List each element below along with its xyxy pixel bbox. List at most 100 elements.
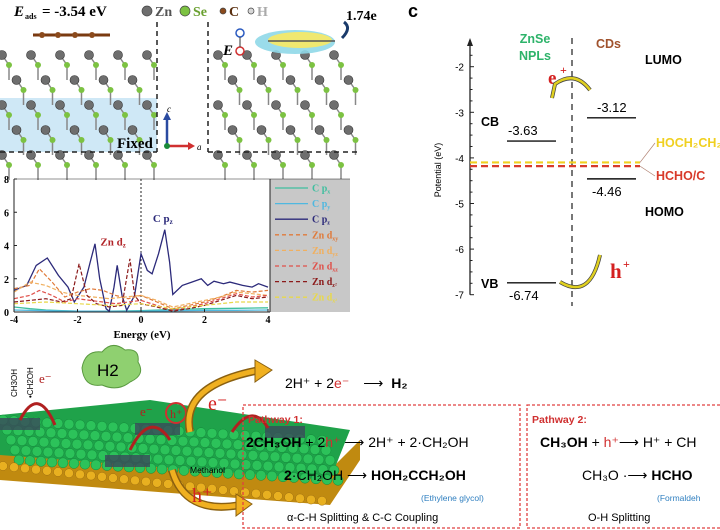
- hole-sup: +: [623, 257, 630, 271]
- slab-atom: [20, 445, 32, 456]
- slab-gold-atom: [53, 467, 63, 477]
- zn-atom: [142, 100, 152, 110]
- y-tick-label: -2: [455, 63, 464, 74]
- annotation-sub: z: [123, 242, 126, 250]
- vb-level-value: -6.74: [509, 288, 539, 303]
- se-atom: [251, 162, 257, 168]
- electron-hop-arrow-icon: [18, 402, 57, 426]
- legend-label-text: C p: [312, 199, 328, 210]
- y-tick-label: -3: [455, 108, 464, 119]
- slab-gold-atom: [42, 466, 52, 476]
- axis-triad: c a: [163, 104, 202, 152]
- pathway2-eq2: CH₃O ·⟶ HCHO: [582, 467, 693, 483]
- slab-atom: [189, 465, 201, 477]
- legend-label-sub: x²: [332, 299, 337, 305]
- slab-atom: [254, 440, 266, 452]
- slab-gold-atom: [196, 482, 206, 493]
- slab-atom: [185, 455, 197, 467]
- legend-label-text: C p: [312, 215, 328, 226]
- legend-label-text: Zn d: [312, 293, 333, 304]
- slab-atom: [328, 465, 340, 476]
- zn-atom: [213, 50, 223, 60]
- zn-atom: [98, 125, 109, 135]
- slab-atom: [218, 458, 230, 469]
- slab-gold-atom: [64, 468, 74, 478]
- se-atom: [151, 62, 157, 68]
- series-line-zn-dx2-y2: [13, 301, 268, 310]
- slab-atom: [78, 429, 90, 441]
- slab-gold-atom: [218, 485, 228, 495]
- zn-atom: [343, 125, 354, 135]
- se-atom: [338, 162, 344, 168]
- slab-atom: [122, 432, 134, 443]
- slab-gold-atom: [284, 492, 294, 502]
- slab-atom: [251, 460, 263, 471]
- zn-atom: [26, 50, 36, 60]
- slab-gold-atom: [20, 463, 30, 474]
- zn-atom: [0, 50, 7, 60]
- y-tick-label: 8: [4, 175, 9, 186]
- slab-atom: [255, 470, 267, 481]
- zn-atom: [11, 75, 22, 85]
- se-atom: [122, 62, 128, 68]
- eads-label: E: [13, 4, 24, 20]
- slab-atom: [265, 441, 277, 453]
- series-line-zn-dz: [13, 258, 269, 312]
- slab-atom: [31, 446, 43, 457]
- slab-atom: [188, 436, 200, 448]
- slab-gold-atom: [240, 487, 250, 498]
- lumo-level-value: -3.12: [597, 100, 627, 115]
- se-atom: [338, 62, 344, 68]
- slab-atom: [247, 450, 259, 461]
- legend-label-sub: xz: [332, 268, 338, 274]
- slab-atom: [244, 469, 256, 480]
- mechanism-scheme: CH3OH •CH2OH e⁻ e⁻ h⁺ H2 Methanol e⁻ h⁺ …: [0, 345, 720, 529]
- slab-atom: [24, 455, 36, 466]
- slab-gold-atom: [86, 470, 96, 481]
- slab-atom: [71, 438, 83, 450]
- series-line-zn-dyz: [13, 281, 269, 308]
- slab-atom: [85, 420, 97, 431]
- slab-atom: [107, 421, 119, 433]
- hole-label: h: [610, 259, 622, 283]
- slab-gold-atom: [119, 474, 129, 484]
- methanol-label: Methanol: [190, 465, 225, 475]
- y-tick-label: -7: [455, 291, 464, 302]
- slab-atom: [137, 443, 149, 454]
- se-atom: [20, 87, 27, 93]
- redox-label: HCHO/C: [656, 169, 705, 183]
- energy-level-diagram: c ZnSe NPLs CDs LUMO HOMO CB VB Potentia…: [408, 1, 720, 306]
- pathway2-product-name: (Formaldeh: [657, 493, 701, 503]
- y-tick-label: -5: [455, 200, 464, 211]
- legend-atom-se-icon: [179, 5, 191, 17]
- charge-transfer-value: 1.74e: [346, 9, 377, 24]
- slab-atom: [96, 421, 108, 432]
- slab-atom: [53, 447, 65, 459]
- zn-atom: [271, 100, 281, 110]
- legend-label-text: C p: [312, 184, 328, 195]
- legend-label-text: Zn d: [312, 230, 333, 241]
- legend-atom-label: Zn: [155, 5, 172, 20]
- slab-atom: [155, 434, 167, 446]
- slab-atom: [5, 434, 17, 446]
- slab-atom: [200, 466, 212, 478]
- se-atom: [6, 162, 12, 168]
- slab-atom: [46, 456, 58, 468]
- zn-atom: [256, 75, 267, 85]
- slab-atom: [45, 427, 57, 439]
- se-atom: [136, 87, 143, 93]
- legend-atom-c-icon: [219, 7, 227, 15]
- slab-atom: [199, 437, 211, 448]
- eads-value: = -3.54 eV: [42, 4, 107, 20]
- slab-atom: [233, 468, 245, 480]
- slab-atom: [276, 442, 288, 453]
- legend-atom-label: H: [257, 5, 268, 20]
- slab-gold-atom: [9, 462, 19, 472]
- zn-atom: [343, 75, 354, 85]
- slab-atom: [115, 441, 127, 453]
- hole-flow-arrow-fill: [169, 469, 241, 510]
- slab-atom: [89, 430, 101, 441]
- slab-atom: [232, 439, 244, 450]
- npl-label: NPLs: [519, 49, 551, 63]
